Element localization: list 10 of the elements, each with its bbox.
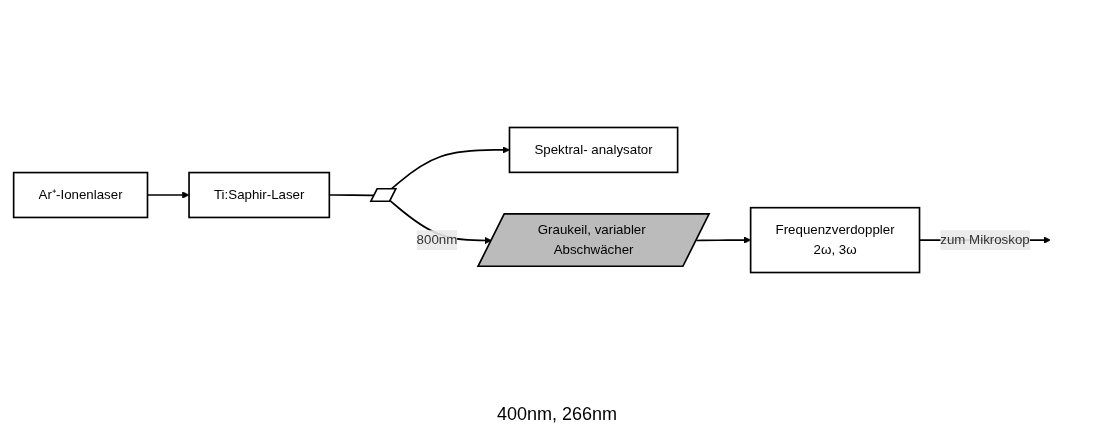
wavelength-label: 400nm, 266nm: [496, 404, 618, 424]
node-box: Frequenzverdoppler 2ω, 3ω: [749, 206, 921, 274]
edge-label: zum Mikroskop: [940, 232, 1030, 247]
arrow: [695, 236, 751, 244]
node-box: Spektral- analysator: [508, 126, 679, 174]
node-box: Ti:Saphir-Laser: [188, 171, 331, 219]
edge-label: 800nm: [416, 232, 458, 247]
arrow: [390, 146, 510, 191]
node-box: Ar⁺-Ionenlaser: [12, 171, 149, 219]
node-bar: [369, 187, 398, 203]
